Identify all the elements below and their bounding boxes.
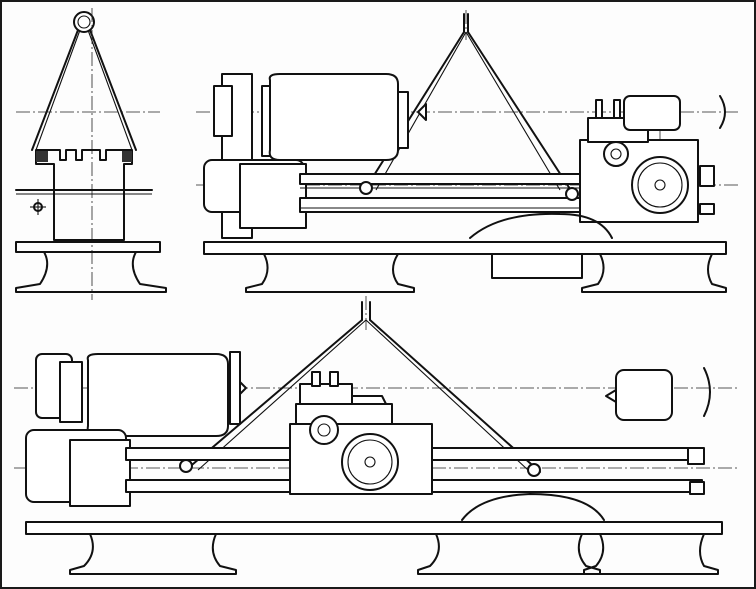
apron-handwheel-bottom [341,433,399,491]
lifting-ring [73,11,95,33]
carriage-handwheel [603,141,629,167]
bed-top [299,173,601,185]
slings-top [365,31,573,193]
side-view-top [196,10,740,293]
bed-section [35,149,133,241]
end-view [15,8,167,300]
base-plate [15,241,161,253]
apron-handwheel [631,156,689,214]
hook-bottom [361,301,371,321]
base-foot [15,251,167,293]
carriage-handwheel-bottom [309,415,339,445]
base-plate-bottom [25,521,723,535]
base-plate-top [203,241,727,255]
tailstock-handwheel [719,95,726,129]
side-view-bottom [14,296,740,575]
sling-left [31,29,137,151]
tailstock [623,95,681,131]
slings-bottom [185,319,541,473]
motor-housing-bottom [86,353,229,437]
tailstock-handwheel-bottom [703,367,711,417]
motor-housing [268,73,399,161]
hook-top [463,13,469,33]
tailstock-bottom [615,369,673,421]
